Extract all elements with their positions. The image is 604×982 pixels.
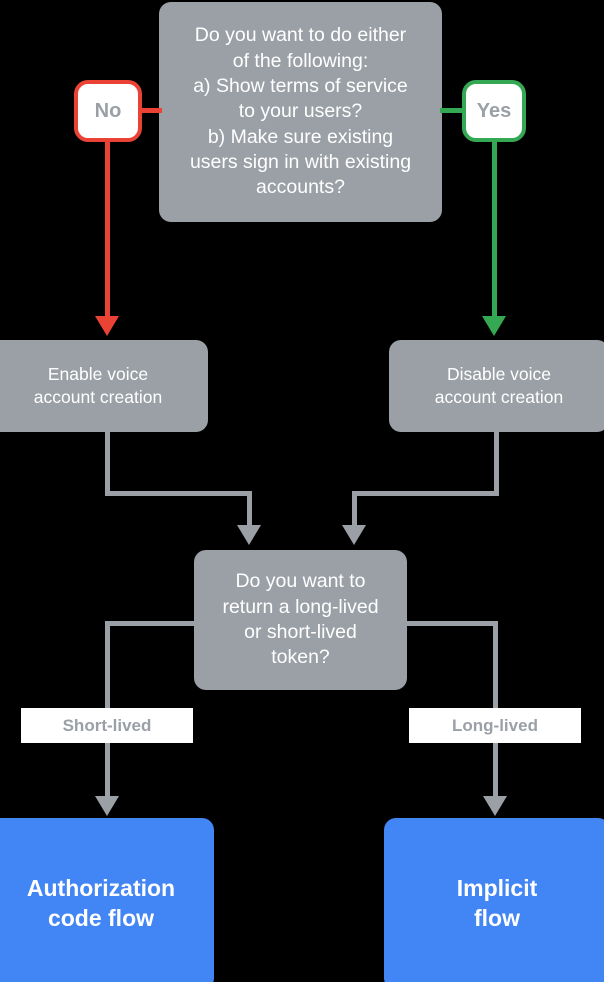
branch-badge-yes[interactable]: Yes: [462, 80, 526, 142]
edge-label-long-lived-text: Long-lived: [452, 715, 538, 735]
branch-badge-no[interactable]: No: [74, 80, 142, 142]
outcome-node-authorization-code-flow[interactable]: Authorization code flow: [0, 818, 214, 982]
outcome-node-implicit-flow[interactable]: Implicit flow: [384, 818, 604, 982]
decision-node-token-lifetime[interactable]: Do you want to return a long-lived or sh…: [194, 550, 407, 690]
edge-label-short-lived: Short-lived: [21, 708, 193, 743]
process-node-disable-voice-account-creation-label: Disable voice account creation: [434, 364, 564, 407]
edge-label-short-lived-text: Short-lived: [62, 715, 152, 735]
decision-node-terms-of-service[interactable]: Do you want to do either of the followin…: [159, 2, 442, 222]
outcome-node-implicit-flow-label: Implicit flow: [456, 875, 538, 931]
decision-node-token-lifetime-label: Do you want to return a long-lived or sh…: [222, 570, 379, 669]
outcome-node-authorization-code-flow-label: Authorization code flow: [26, 875, 176, 931]
edge-label-long-lived: Long-lived: [409, 708, 581, 743]
branch-badge-yes-label: Yes: [476, 99, 512, 122]
process-node-enable-voice-account-creation[interactable]: Enable voice account creation: [0, 340, 208, 432]
decision-node-terms-of-service-label: Do you want to do either of the followin…: [189, 24, 412, 199]
branch-badge-no-label: No: [94, 99, 122, 122]
process-node-disable-voice-account-creation[interactable]: Disable voice account creation: [389, 340, 604, 432]
process-node-enable-voice-account-creation-label: Enable voice account creation: [33, 364, 163, 407]
